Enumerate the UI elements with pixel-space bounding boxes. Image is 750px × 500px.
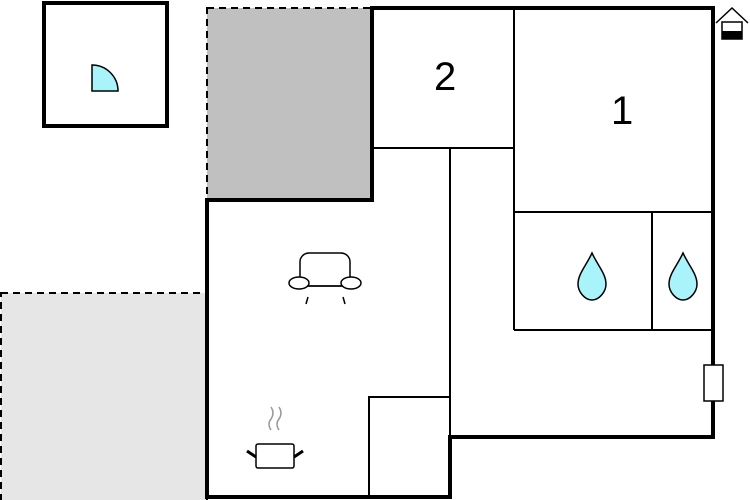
interior-walls	[368, 8, 713, 497]
water-drop-icon	[577, 251, 607, 301]
cooking-pot-icon	[246, 406, 304, 469]
sofa-icon	[288, 252, 362, 305]
radiator-icon	[703, 364, 724, 402]
shower-box	[42, 1, 169, 128]
entrance-house-icon	[715, 6, 749, 40]
terrace-dark	[206, 7, 373, 201]
room-1-label: 1	[611, 89, 633, 133]
terrace-light	[0, 292, 208, 500]
shower-icon	[91, 64, 119, 92]
room-2-label: 2	[434, 55, 456, 99]
water-drop-icon	[668, 251, 698, 301]
